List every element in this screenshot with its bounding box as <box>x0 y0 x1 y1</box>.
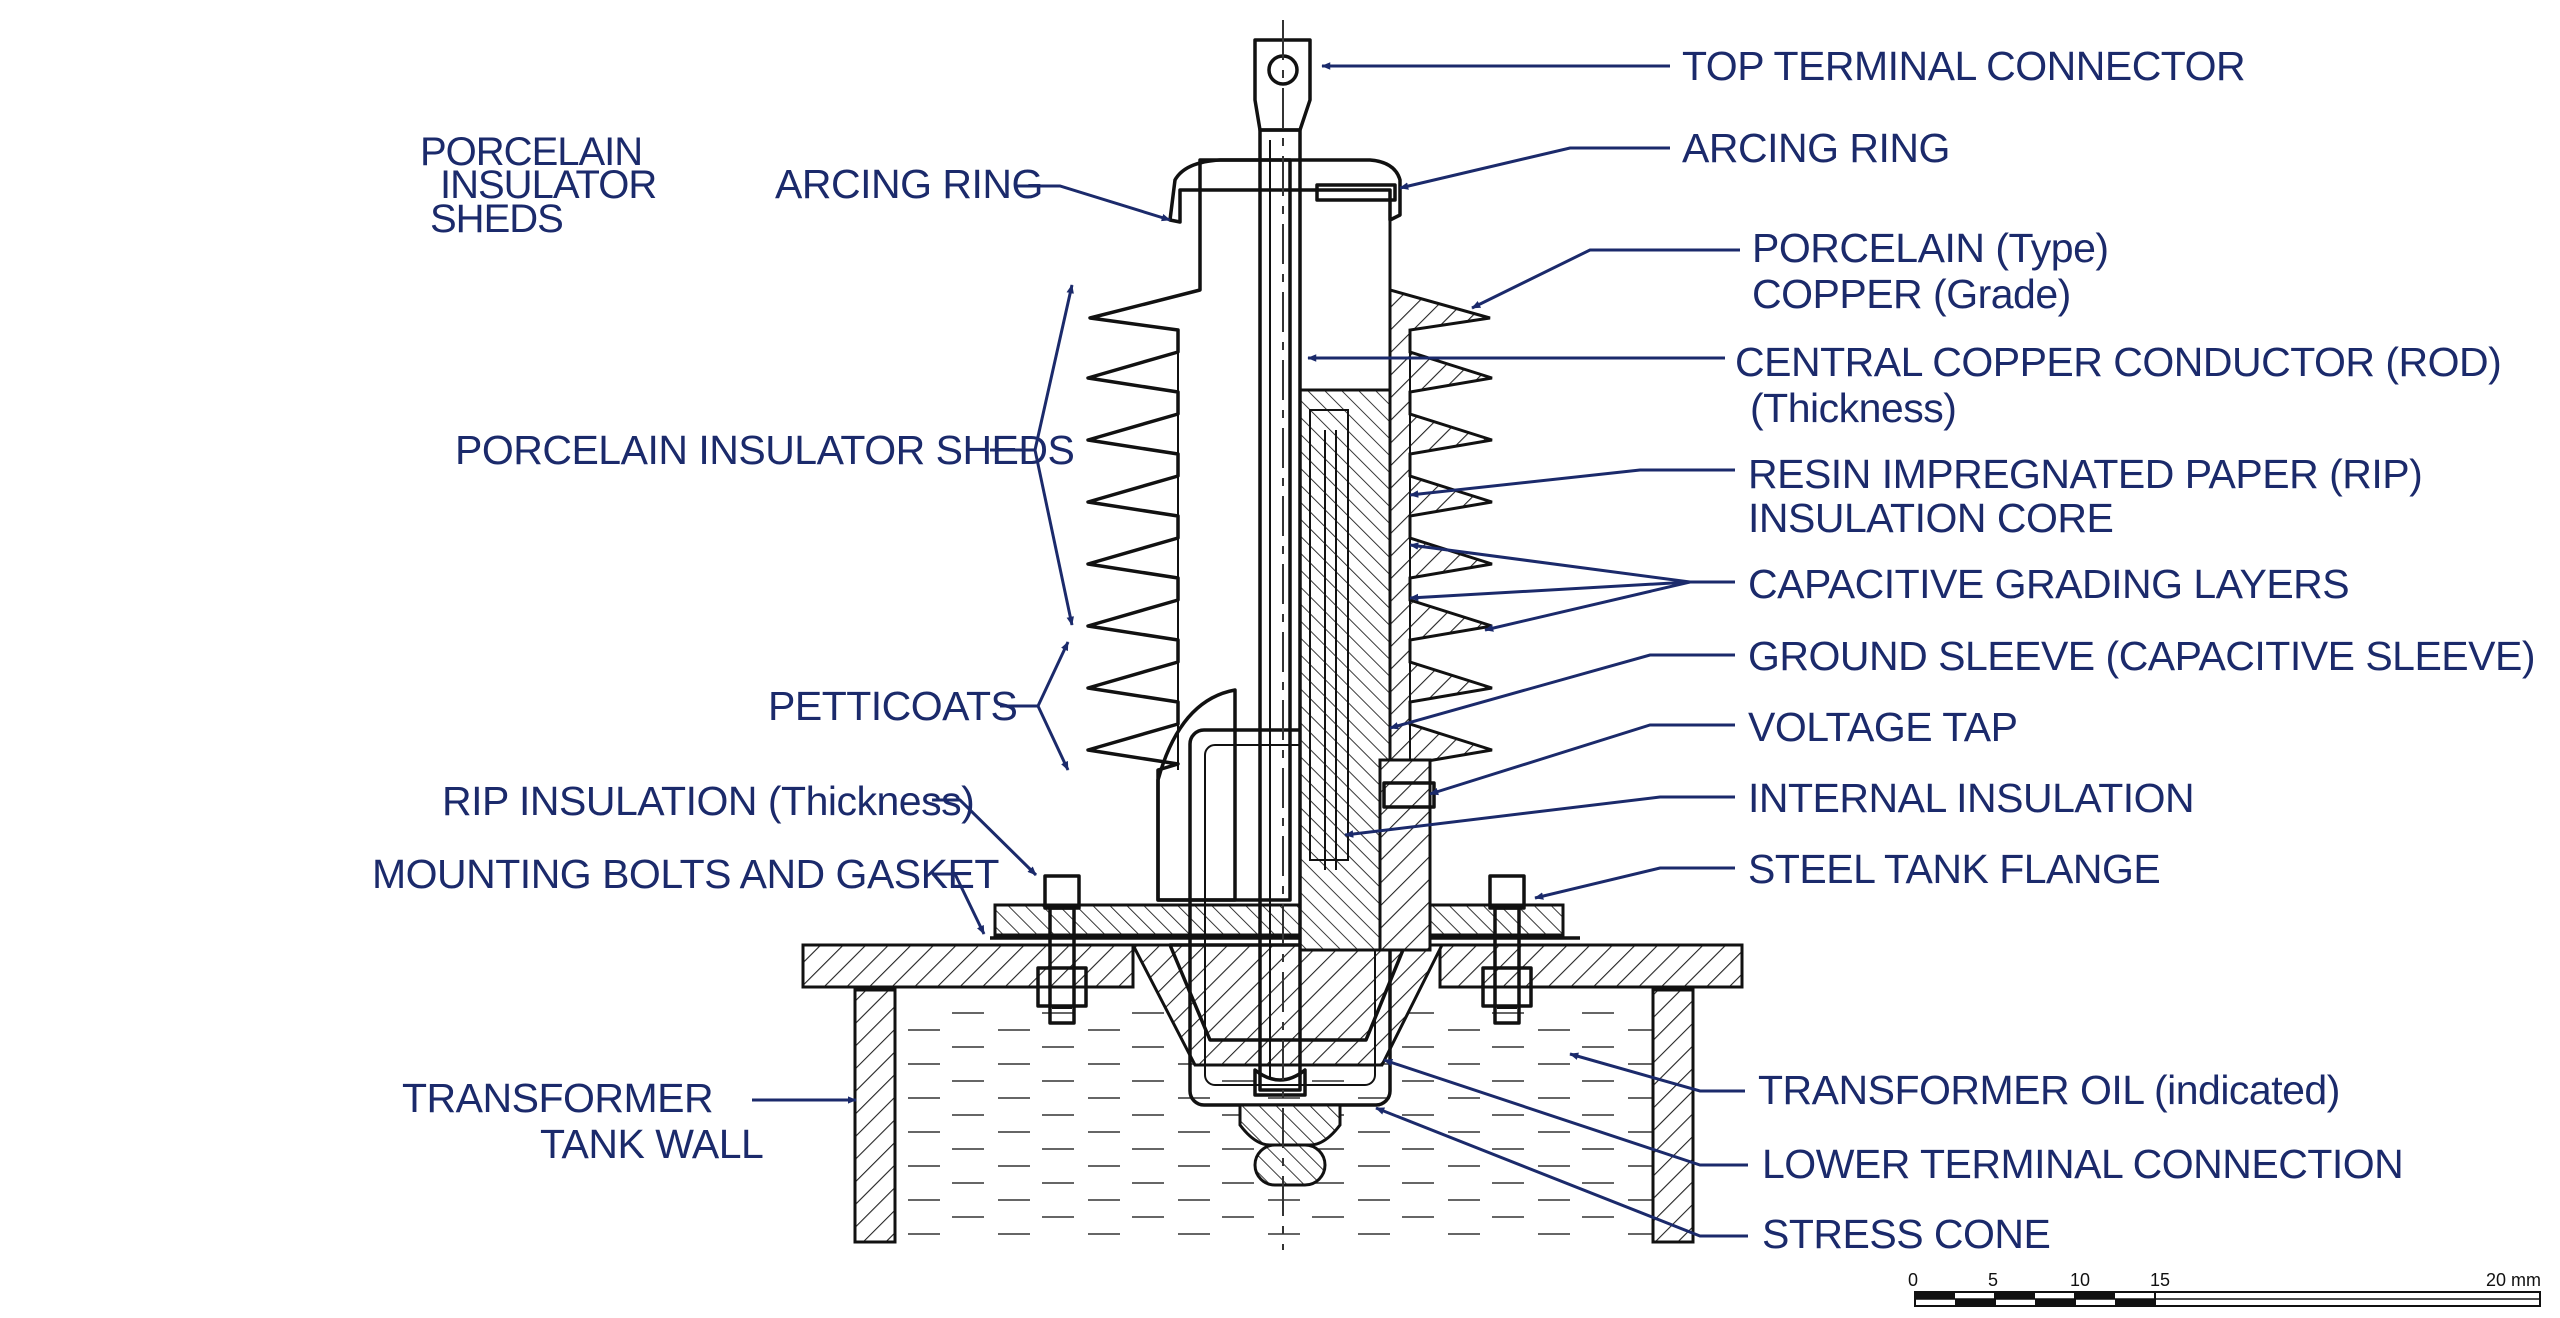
scale-tick-0: 0 <box>1908 1270 1918 1290</box>
label-top-terminal: TOP TERMINAL CONNECTOR <box>1682 43 2245 89</box>
leader-lines <box>752 62 1748 1238</box>
label-tank-wall-line2: TANK WALL <box>540 1121 763 1167</box>
label-porcelain-type: PORCELAIN (Type) <box>1752 225 2109 271</box>
gasket-plate <box>993 903 1565 937</box>
label-rip-core-line2: INSULATION CORE <box>1748 495 2113 541</box>
label-internal-insulation: INTERNAL INSULATION <box>1748 775 2194 821</box>
label-rip-insulation: RIP INSULATION (Thickness) <box>442 778 974 824</box>
tank-flange-right <box>1438 943 1744 989</box>
label-central-conductor: CENTRAL COPPER CONDUCTOR (ROD) <box>1735 339 2501 385</box>
arcing-ring-cap <box>1168 158 1402 224</box>
corner-title-line2: INSULATOR <box>440 163 656 207</box>
mounting-bolt-right <box>1481 874 1533 1025</box>
label-capacitive-layers: CAPACITIVE GRADING LAYERS <box>1748 561 2349 607</box>
tank-flange-left <box>801 943 1135 989</box>
scale-tick-10: 10 <box>2070 1270 2090 1290</box>
corner-title-line3: SHEDS <box>430 197 563 241</box>
label-mounting-bolts: MOUNTING BOLTS AND GASKET <box>372 851 999 897</box>
corner-title-line1: PORCELAIN <box>420 130 642 174</box>
label-stress-cone: STRESS CONE <box>1762 1211 2050 1257</box>
label-copper-grade: COPPER (Grade) <box>1752 271 2071 317</box>
label-steel-flange: STEEL TANK FLANGE <box>1748 846 2160 892</box>
label-transformer-oil: TRANSFORMER OIL (indicated) <box>1758 1067 2340 1113</box>
label-lower-terminal: LOWER TERMINAL CONNECTION <box>1762 1141 2403 1187</box>
label-arcing-ring-left: ARCING RING <box>775 161 1043 207</box>
mounting-bolt-left <box>1036 874 1088 1025</box>
scale-tick-20: 20 mm <box>2486 1270 2541 1290</box>
scale-bar: 0 5 10 15 20 mm <box>1908 1270 2541 1307</box>
label-voltage-tap: VOLTAGE TAP <box>1748 704 2017 750</box>
tank-wall-right <box>1651 988 1695 1244</box>
tank-wall-left <box>853 988 897 1244</box>
label-porcelain-sheds: PORCELAIN INSULATOR SHEDS <box>455 427 1074 473</box>
scale-tick-15: 15 <box>2150 1270 2170 1290</box>
rip-core <box>1298 388 1436 952</box>
label-petticoats: PETTICOATS <box>768 683 1017 729</box>
label-rip-core-line1: RESIN IMPREGNATED PAPER (RIP) <box>1748 451 2422 497</box>
label-conductor-thickness: (Thickness) <box>1750 385 1956 431</box>
labels: PORCELAIN INSULATOR SHEDS TOP TERMINAL C… <box>372 43 2536 1257</box>
label-arcing-ring-right: ARCING RING <box>1682 125 1950 171</box>
scale-tick-5: 5 <box>1988 1270 1998 1290</box>
label-tank-wall-line1: TRANSFORMER <box>402 1075 713 1121</box>
label-ground-sleeve: GROUND SLEEVE (CAPACITIVE SLEEVE) <box>1748 633 2535 679</box>
